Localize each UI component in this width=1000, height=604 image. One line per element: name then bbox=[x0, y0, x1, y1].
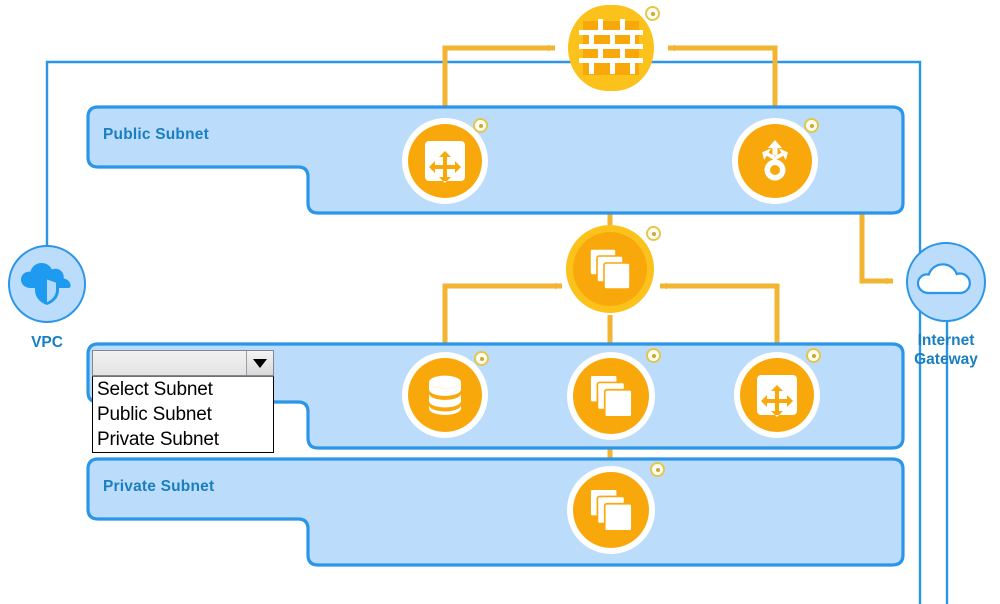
instances-icon bbox=[587, 486, 635, 534]
subnet-select-options[interactable]: Select Subnet Public Subnet Private Subn… bbox=[92, 376, 274, 453]
internet-gateway-label-line1: Internet bbox=[917, 332, 975, 349]
firewall-icon bbox=[579, 17, 643, 79]
firewall-node[interactable] bbox=[568, 5, 654, 91]
instances-node-private[interactable] bbox=[573, 472, 649, 548]
subnet-box-public[interactable]: Public Subnet bbox=[78, 103, 913, 221]
load-balancer-badge-icon[interactable] bbox=[804, 118, 819, 133]
router-icon bbox=[753, 371, 801, 419]
router-node-public[interactable] bbox=[408, 124, 482, 198]
subnet-select-value[interactable] bbox=[93, 351, 246, 375]
instances-icon bbox=[587, 246, 633, 292]
subnet-select-closed[interactable] bbox=[92, 350, 274, 376]
subnet-label-public: Public Subnet bbox=[103, 126, 209, 143]
subnet-select[interactable]: Select Subnet Public Subnet Private Subn… bbox=[92, 350, 274, 453]
database-icon bbox=[421, 372, 469, 418]
instances-middle-badge-icon[interactable] bbox=[646, 348, 661, 363]
router-middle-badge-icon[interactable] bbox=[806, 348, 821, 363]
internet-gateway-circle[interactable] bbox=[906, 242, 986, 322]
instances-private-badge-icon[interactable] bbox=[650, 462, 665, 477]
internet-gateway-label: Internet Gateway bbox=[886, 331, 1000, 369]
internet-gateway-label-line2: Gateway bbox=[914, 351, 978, 368]
database-node[interactable] bbox=[408, 358, 482, 432]
database-badge-icon[interactable] bbox=[474, 351, 489, 366]
router-public-badge-icon[interactable] bbox=[473, 118, 488, 133]
router-icon bbox=[421, 137, 469, 185]
subnet-option-1[interactable]: Public Subnet bbox=[97, 404, 212, 425]
cloud-icon bbox=[915, 259, 977, 306]
subnet-label-private: Private Subnet bbox=[103, 478, 215, 495]
instances-center-badge-icon[interactable] bbox=[646, 226, 661, 241]
router-node-middle[interactable] bbox=[740, 358, 814, 432]
subnet-option-0[interactable]: Select Subnet bbox=[93, 377, 273, 402]
chevron-down-icon[interactable] bbox=[246, 351, 273, 375]
instances-node-center[interactable] bbox=[573, 232, 647, 306]
load-balancer-node[interactable] bbox=[738, 124, 812, 198]
instances-icon bbox=[587, 372, 635, 420]
load-balancer-icon bbox=[751, 137, 799, 185]
instances-node-middle[interactable] bbox=[573, 358, 649, 434]
vpc-label: VPC bbox=[31, 334, 63, 351]
vpc-circle[interactable] bbox=[8, 245, 86, 323]
firewall-badge-icon[interactable] bbox=[645, 6, 660, 21]
subnet-box-private[interactable]: Private Subnet bbox=[78, 455, 913, 573]
subnet-option-2[interactable]: Private Subnet bbox=[97, 429, 219, 450]
cloud-shield-icon bbox=[19, 257, 75, 312]
